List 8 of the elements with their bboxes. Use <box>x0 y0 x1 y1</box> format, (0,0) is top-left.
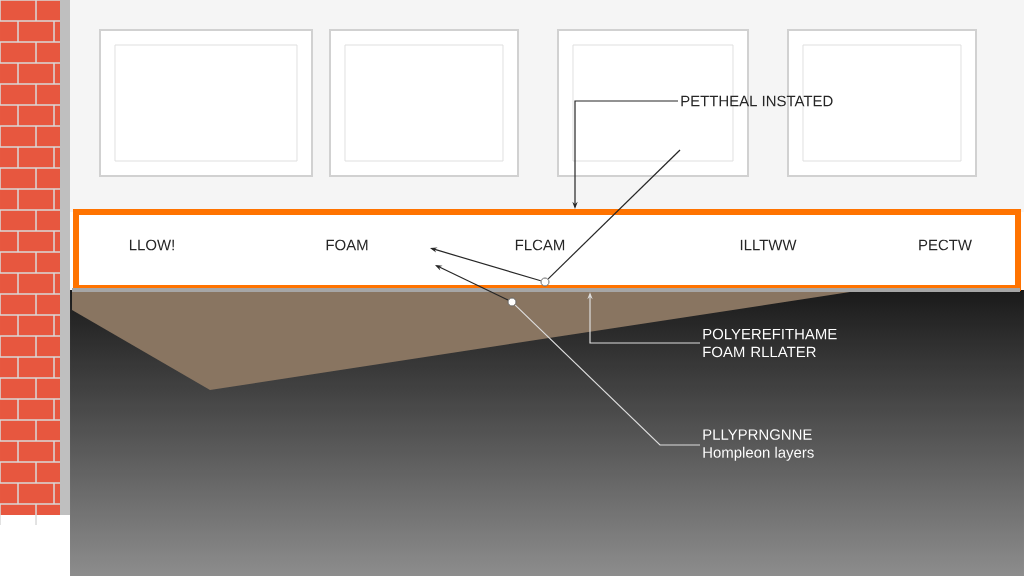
leader-line <box>435 265 509 301</box>
callout-text: POLYEREFITHAME FOAM RLLATER <box>703 328 837 358</box>
door-seal-strip <box>72 288 1020 292</box>
callout-text: PETTHEAL INSTATED <box>681 95 833 107</box>
callout-text: PLLYPRNGNNE Hompleon layers <box>703 429 814 461</box>
foam-layer: LLOW! FOAM FLCAM ILLTWW PECTW <box>73 209 1021 291</box>
leader-line <box>514 304 701 446</box>
leader-line <box>547 149 681 280</box>
